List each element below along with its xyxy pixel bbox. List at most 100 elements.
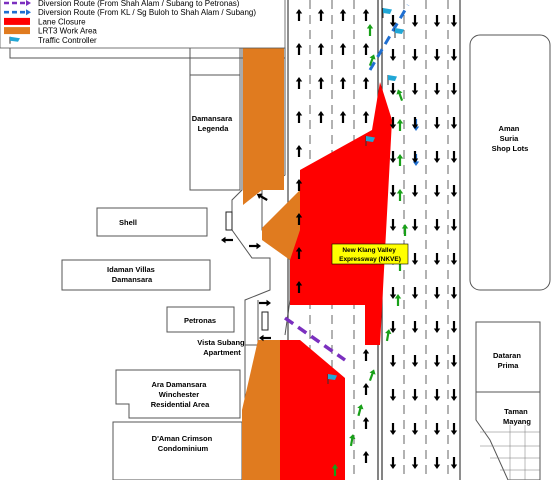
diversion-arrow-green xyxy=(396,154,404,166)
traffic-arrow-down xyxy=(389,457,397,469)
label-idaman-villas: Idaman Villas Damansara xyxy=(107,265,157,284)
lane-closure-lower xyxy=(280,340,345,480)
traffic-arrow-down xyxy=(433,321,441,333)
traffic-arrow-down xyxy=(389,423,397,435)
traffic-arrow-down xyxy=(411,15,419,27)
diversion-arrow-green xyxy=(331,464,339,476)
traffic-arrow-down xyxy=(450,151,458,163)
legend-flag-icon xyxy=(9,36,20,44)
traffic-arrow-up xyxy=(295,111,303,123)
traffic-arrow-up xyxy=(362,43,370,55)
traffic-arrow-down xyxy=(411,423,419,435)
traffic-controller-1 xyxy=(382,8,392,18)
traffic-arrow-down xyxy=(411,49,419,61)
legend-item: Lane Closure xyxy=(4,17,86,26)
traffic-arrow-down xyxy=(389,287,397,299)
traffic-arrow-up xyxy=(362,451,370,463)
diversion-route-purple xyxy=(283,316,347,362)
diversion-arrow-green xyxy=(394,294,402,306)
diversion-arrow-green xyxy=(396,189,404,201)
legend-items: Diversion Route (From Shah Alam / Subang… xyxy=(4,0,256,45)
traffic-arrow-down xyxy=(433,49,441,61)
traffic-arrow-down xyxy=(450,321,458,333)
traffic-arrow-down xyxy=(411,117,419,129)
legend-item: Diversion Route (From KL / Sg Buloh to S… xyxy=(4,8,256,17)
block-idaman-villas xyxy=(61,259,211,291)
traffic-arrow-down xyxy=(389,49,397,61)
traffic-controllers xyxy=(327,8,404,384)
traffic-arrow-down xyxy=(450,83,458,95)
traffic-arrow-up xyxy=(362,77,370,89)
legend: Diversion Route (From Shah Alam / Subang… xyxy=(0,0,286,49)
junction-markers xyxy=(225,211,269,331)
nkve-label: New Klang Valley Expressway (NKVE) xyxy=(331,243,409,265)
block-ara-damansara xyxy=(115,369,241,419)
block-petronas xyxy=(166,306,235,333)
traffic-arrow-down xyxy=(450,185,458,197)
traffic-arrow-up xyxy=(362,383,370,395)
work-area-top xyxy=(243,48,284,205)
traffic-arrow-up xyxy=(362,9,370,21)
traffic-arrow-down xyxy=(411,457,419,469)
traffic-arrow-down xyxy=(411,287,419,299)
label-aman-suria: Aman Suria Shop Lots xyxy=(492,124,529,153)
traffic-arrow-up xyxy=(317,111,325,123)
block-daman-crimson xyxy=(112,421,243,480)
traffic-arrow-down xyxy=(450,49,458,61)
traffic-arrow-up xyxy=(295,281,303,293)
traffic-arrow-down xyxy=(389,151,397,163)
traffic-controller-4 xyxy=(365,136,375,146)
legend-arrowhead xyxy=(26,9,31,16)
diversion-arrow-green xyxy=(357,404,364,417)
label-shell: Shell xyxy=(119,218,137,227)
junction-marker-shell xyxy=(225,211,233,231)
legend-label: LRT3 Work Area xyxy=(38,27,97,36)
legend-label: Traffic Controller xyxy=(38,36,97,45)
traffic-arrows xyxy=(295,9,458,469)
traffic-arrow-down xyxy=(433,219,441,231)
lane-closure-upper xyxy=(290,82,392,345)
legend-item: Diversion Route (From Shah Alam / Subang… xyxy=(4,0,240,8)
label-dataran-prima: Dataran Prima xyxy=(493,351,523,370)
traffic-arrow-up xyxy=(295,145,303,157)
traffic-arrow-down xyxy=(389,117,397,129)
lane-closures xyxy=(280,82,392,480)
traffic-arrow-down xyxy=(450,457,458,469)
traffic-arrow-down xyxy=(411,389,419,401)
traffic-arrow-down xyxy=(450,287,458,299)
traffic-arrow-up xyxy=(362,111,370,123)
legend-label: Lane Closure xyxy=(38,17,86,26)
legend-box xyxy=(0,0,286,49)
lrt3-work-areas xyxy=(242,48,305,480)
diversion-route-blue xyxy=(368,4,410,71)
traffic-arrow-up xyxy=(339,43,347,55)
taman-mayang-grid xyxy=(480,425,540,480)
traffic-arrow-down xyxy=(389,321,397,333)
traffic-arrow-up xyxy=(339,111,347,123)
legend-label: Diversion Route (From Shah Alam / Subang… xyxy=(38,0,240,8)
traffic-arrow-down xyxy=(411,83,419,95)
traffic-arrow-down xyxy=(450,253,458,265)
traffic-arrow-down xyxy=(433,83,441,95)
diversion-arrow-green xyxy=(385,329,392,342)
block-aman-suria xyxy=(469,34,551,291)
junction-arrow-petronas-in xyxy=(259,299,271,307)
traffic-arrow-up xyxy=(317,43,325,55)
traffic-controller-3 xyxy=(387,75,397,85)
junction-arrows xyxy=(221,193,271,342)
traffic-arrow-up xyxy=(295,179,303,191)
traffic-arrow-up xyxy=(295,43,303,55)
legend-swatch-box xyxy=(4,27,30,35)
traffic-arrow-up xyxy=(362,349,370,361)
traffic-arrow-down xyxy=(433,253,441,265)
diversion-arrow-green xyxy=(401,224,409,236)
traffic-arrow-down xyxy=(389,355,397,367)
traffic-arrow-up xyxy=(295,213,303,225)
traffic-arrow-up xyxy=(295,9,303,21)
junction-arrow-petronas-out xyxy=(259,334,271,342)
traffic-arrow-down xyxy=(433,185,441,197)
legend-item: LRT3 Work Area xyxy=(4,27,97,36)
traffic-arrow-up xyxy=(339,9,347,21)
block-shell xyxy=(96,207,208,237)
